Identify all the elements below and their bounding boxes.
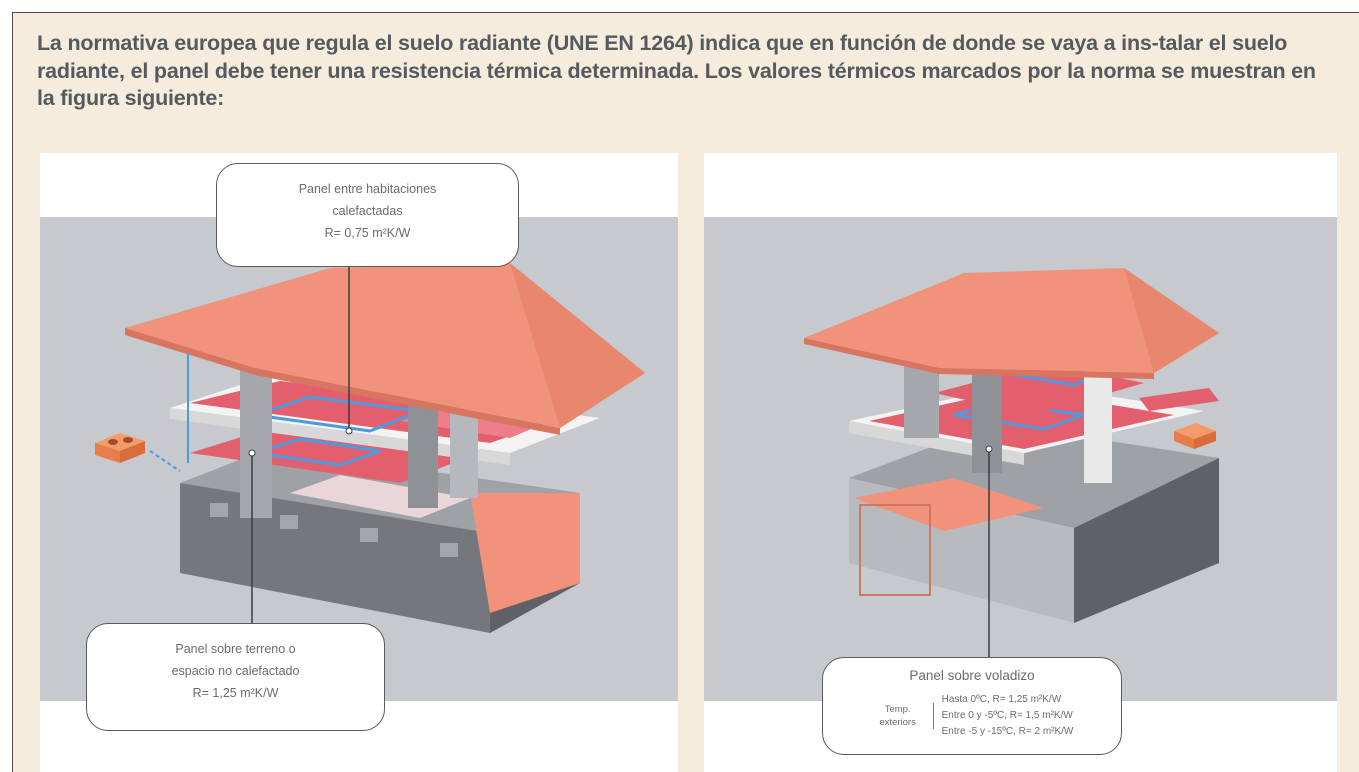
callout-between-heated-rooms: Panel entre habitaciones calefactadas R=… <box>216 163 519 267</box>
roof <box>125 263 645 435</box>
intro-paragraph: La normativa europea que regula el suelo… <box>37 31 1316 110</box>
leader-dot-bottom <box>248 449 256 457</box>
interior-wall <box>972 368 1002 473</box>
temperature-label: Temp. exteriors <box>871 703 934 729</box>
temperature-row: Entre -5 y -15ºC, R= 2 m²K/W <box>941 726 1074 737</box>
leader-dot <box>985 445 993 453</box>
temperature-label-line: Temp. <box>884 704 911 715</box>
leader-dot-top <box>345 427 353 435</box>
callout-line: Panel entre habitaciones <box>298 182 437 196</box>
callout-overhang: Panel sobre voladizo Temp. exteriors Has… <box>822 657 1122 755</box>
callout-resistance-value: R= 0,75 m²K/W <box>324 226 411 240</box>
brick <box>1174 423 1216 449</box>
brick <box>95 433 145 463</box>
garage-roof <box>470 493 580 613</box>
callout-over-ground: Panel sobre terreno o espacio no calefac… <box>86 623 385 731</box>
callout-line: calefactadas <box>332 204 403 218</box>
left-illustration-panel: Panel entre habitaciones calefactadas R=… <box>40 153 678 772</box>
right-illustration-panel: Panel sobre voladizo Temp. exteriors Has… <box>704 153 1337 772</box>
pipe <box>149 450 181 472</box>
callout-line: espacio no calefactado <box>171 664 300 678</box>
overhang-frame <box>859 504 931 596</box>
callout-resistance-value: R= 1,25 m²K/W <box>192 686 279 700</box>
interior-wall <box>450 408 478 498</box>
overhang-roof <box>854 478 1044 531</box>
temperature-label-line: exteriors <box>879 717 916 728</box>
temperature-row: Entre 0 y -5ºC, R= 1,5 m²K/W <box>941 710 1073 721</box>
roof <box>804 268 1219 379</box>
callout-line: Panel sobre terreno o <box>175 642 296 656</box>
temperature-table: Temp. exteriors Hasta 0ºC, R= 1,25 m²K/W… <box>823 692 1121 740</box>
temperature-rows: Hasta 0ºC, R= 1,25 m²K/W Entre 0 y -5ºC,… <box>934 692 1074 740</box>
callout-title: Panel sobre voladizo <box>909 668 1035 683</box>
temperature-row: Hasta 0ºC, R= 1,25 m²K/W <box>941 694 1062 705</box>
